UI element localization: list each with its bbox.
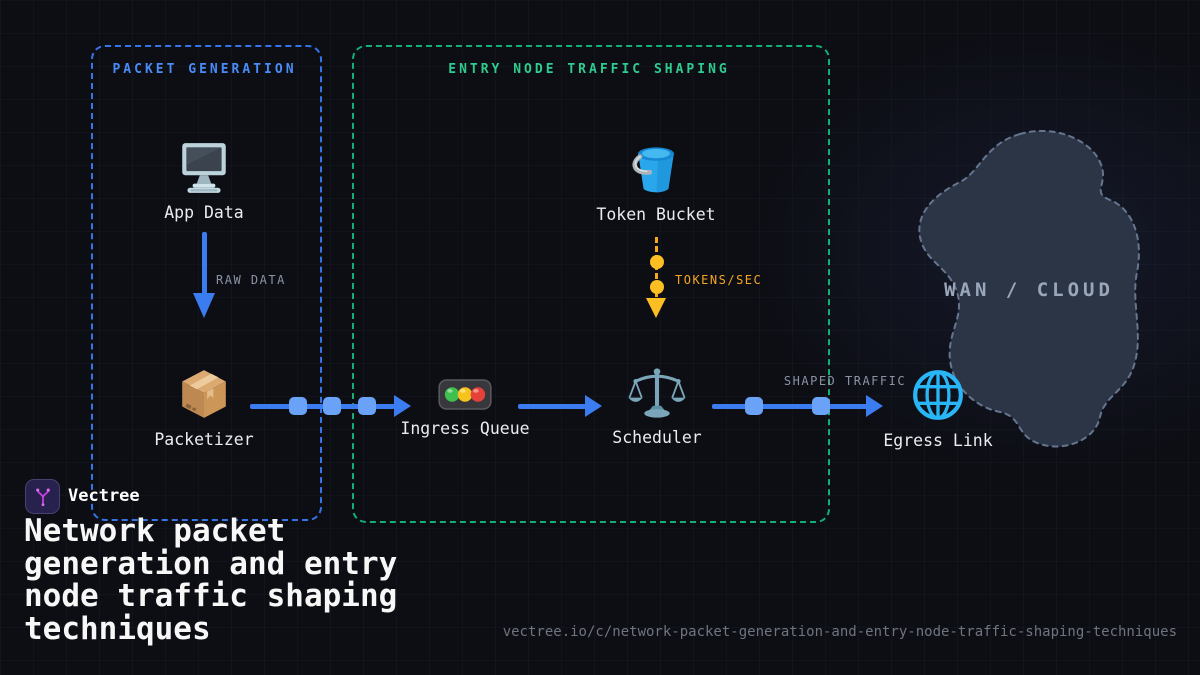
packetizer-node: Packetizer [144, 367, 264, 449]
wan-cloud-blob [918, 129, 1140, 448]
app-data-label: App Data [164, 203, 244, 222]
scheduler-node: Scheduler [577, 366, 737, 447]
scheduler-label: Scheduler [612, 428, 702, 447]
traffic-shaping-group-box [352, 45, 830, 523]
token-dot [650, 255, 664, 269]
shaped-traffic-edge-label: SHAPED TRAFFIC [783, 374, 907, 388]
brand-name: Vectree [68, 486, 140, 506]
vectree-logo [25, 479, 60, 514]
token-bucket-label: Token Bucket [596, 205, 716, 224]
raw-data-arrowhead [193, 293, 215, 318]
flow-arrowhead [866, 395, 883, 417]
footer-url: vectree.io/c/network-packet-generation-a… [502, 624, 1177, 640]
egress-link-label: Egress Link [883, 431, 993, 450]
ingress-queue-node: Ingress Queue [385, 379, 545, 438]
packetizer-label: Packetizer [154, 430, 254, 449]
packet-square [745, 397, 763, 415]
flow-arrow-line [712, 404, 868, 409]
flow-arrowhead [394, 395, 411, 417]
raw-data-arrow-line [202, 232, 207, 294]
tokens-edge-label: TOKENS/SEC [675, 273, 763, 287]
wan-cloud-label: WAN / CLOUD [944, 279, 1114, 301]
raw-data-edge-label: RAW DATA [216, 273, 286, 287]
balance-scale-icon [577, 366, 737, 419]
page-title: Network packet generation and entry node… [24, 513, 398, 647]
flow-arrow-line [250, 404, 395, 409]
packet-generation-group-box [91, 45, 322, 521]
desktop-computer-icon [144, 140, 264, 194]
vectree-branch-icon [35, 488, 50, 506]
token-bucket-node: Token Bucket [576, 138, 736, 224]
app-data-node: App Data [144, 140, 264, 222]
packet-generation-group-title: PACKET GENERATION [112, 62, 297, 77]
flow-arrowhead [585, 395, 602, 417]
token-dot [650, 280, 664, 294]
globe-icon [858, 368, 1018, 422]
packet-square [812, 397, 830, 415]
packet-square [289, 397, 307, 415]
package-icon [144, 367, 264, 421]
flow-arrow-line [518, 404, 586, 409]
ingress-queue-label: Ingress Queue [400, 419, 530, 438]
tokens-arrowhead [646, 298, 666, 318]
egress-link-node: Egress Link [858, 368, 1018, 450]
packet-square [358, 397, 376, 415]
bucket-icon [576, 138, 736, 196]
traffic-shaping-group-title: ENTRY NODE TRAFFIC SHAPING [448, 62, 730, 77]
packet-square [323, 397, 341, 415]
traffic-light-icon [385, 379, 545, 410]
